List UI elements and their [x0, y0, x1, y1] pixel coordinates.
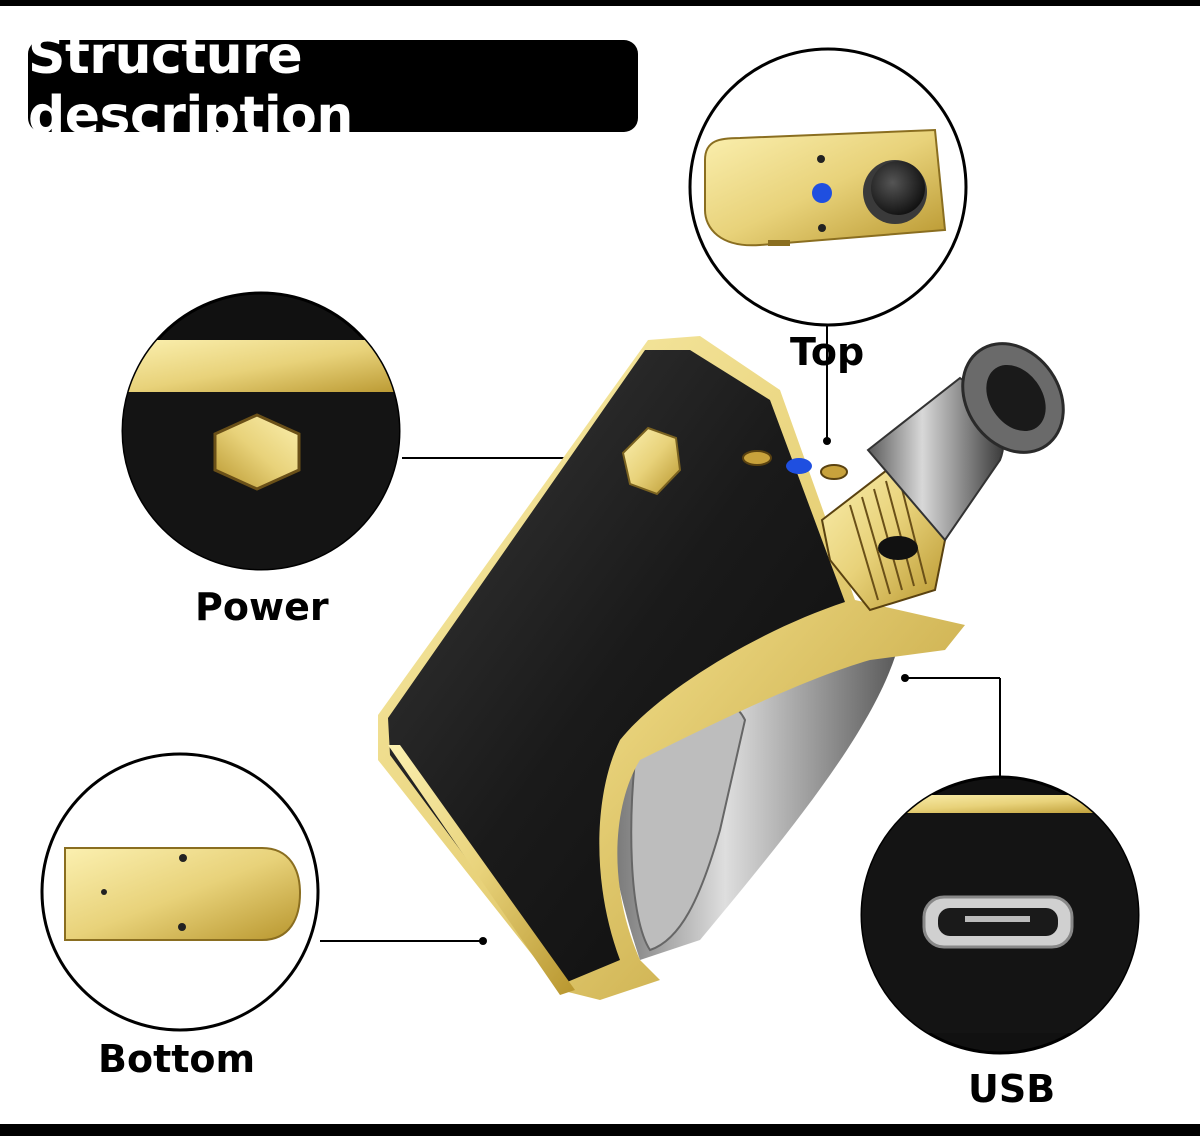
bottom-panel-hole-3	[178, 923, 186, 931]
device-bottom-trim	[388, 745, 575, 995]
top-indicator-led	[786, 458, 812, 474]
top-panel-led	[812, 183, 832, 203]
top-vent-left	[742, 450, 772, 466]
label-power: Power	[195, 585, 329, 629]
atomizer-airflow-hole	[878, 536, 918, 560]
bottom-panel-gold	[64, 847, 302, 941]
top-panel-clip	[768, 240, 790, 246]
label-usb: USB	[968, 1067, 1056, 1111]
top-panel-knob	[871, 161, 925, 215]
usb-detail-circle	[860, 775, 1140, 1055]
drip-tip-opening	[986, 364, 1046, 432]
top-frame-bar	[0, 0, 1200, 6]
top-panel-pinhole-upper	[817, 155, 825, 163]
power-panel-gold-edge	[123, 340, 399, 392]
label-top: Top	[790, 330, 865, 374]
device-black-body	[388, 350, 845, 985]
device-illustration	[378, 336, 1065, 1000]
label-bottom: Bottom	[98, 1037, 256, 1081]
top-detail-circle	[688, 47, 968, 327]
title-banner: Structure description	[28, 26, 638, 146]
bottom-panel-hole-2	[101, 889, 107, 895]
top-callout-dot	[823, 437, 831, 445]
page-title: Structure description	[28, 26, 353, 146]
top-vent-right	[820, 464, 848, 480]
usb-panel-gold-edge	[862, 795, 1138, 813]
usb-callout-dot	[901, 674, 909, 682]
power-detail-circle	[121, 291, 401, 571]
bottom-frame-bar	[0, 1124, 1200, 1136]
bottom-callout-dot	[479, 937, 487, 945]
bottom-detail-circle	[40, 752, 320, 1032]
usb-port-tongue	[965, 916, 1030, 922]
power-panel-hexagon	[213, 413, 301, 491]
bottom-panel-hole-1	[179, 854, 187, 862]
top-panel-pinhole-lower	[818, 224, 826, 232]
power-button-hexagon	[621, 426, 682, 496]
